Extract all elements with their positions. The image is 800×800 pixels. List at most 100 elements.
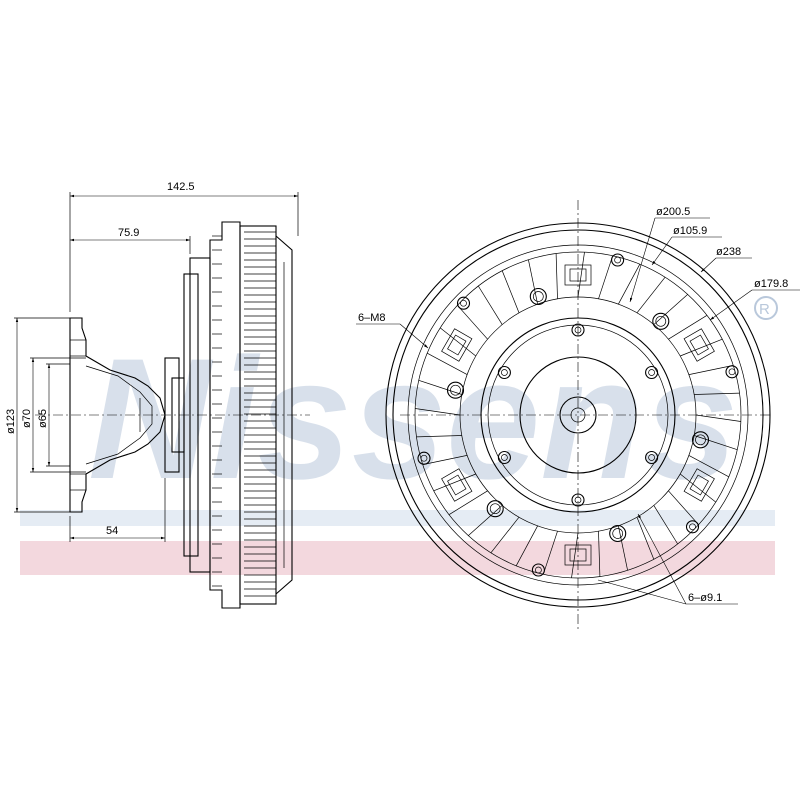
inner-bolt-hole-inner (501, 454, 508, 461)
radial-fin (542, 531, 558, 575)
pad-inner (689, 474, 709, 496)
dim-hub-dia: ø105.9 (673, 225, 707, 237)
watermark: Nissens R (20, 296, 778, 575)
threaded-hole (446, 381, 465, 399)
outer-hole-inner (420, 454, 428, 462)
pad-outline (441, 328, 473, 362)
threaded-hole (486, 500, 504, 518)
radial-fin (636, 517, 655, 560)
inner-bolt-hole-inner (501, 369, 508, 376)
threaded-hole (609, 524, 627, 543)
pad (564, 264, 592, 286)
watermark-underline (20, 510, 775, 526)
radial-fin (598, 531, 601, 577)
outer-hole-inner (460, 299, 467, 307)
dim-threaded-holes: 6–M8 (358, 312, 386, 324)
radial-fin (618, 525, 628, 571)
radial-fin (695, 414, 741, 422)
radial-fin (490, 516, 520, 554)
radial-fin (688, 365, 734, 375)
pad (683, 328, 715, 362)
threaded-hole-inner (655, 315, 667, 327)
outer-hole (417, 451, 431, 465)
inner-bolt-hole (645, 365, 659, 380)
radial-fin (515, 525, 538, 566)
fin-outer-ring (414, 251, 742, 579)
dim-hub-offset: 75.9 (118, 227, 139, 239)
threaded-hole-inner (532, 291, 544, 302)
radial-fin (433, 473, 476, 492)
outer-hole-inner (689, 523, 696, 531)
inner-bolt-hole-inner (574, 496, 582, 504)
mounting-flange (69, 317, 166, 513)
radial-fin (418, 379, 462, 395)
radial-fin (528, 259, 538, 305)
radial-fin (598, 255, 614, 299)
threaded-hole-inner (695, 434, 706, 446)
radial-fin (478, 285, 503, 325)
pad-outline (683, 468, 715, 502)
inner-bolt-hole-inner (648, 369, 655, 376)
pad (441, 328, 473, 362)
front-view: ø200.5 ø105.9 ø238 ø179.8 6–M8 6–ø9.1 (356, 200, 800, 630)
outer-hole (685, 520, 700, 534)
radial-fin (427, 352, 468, 375)
radial-fin (415, 408, 461, 416)
radial-fin (577, 252, 585, 298)
radial-fin (668, 490, 699, 525)
outer-hole (611, 253, 625, 267)
radial-fin (422, 455, 468, 465)
threaded-hole (691, 431, 710, 449)
watermark-logo: Nissens (88, 323, 738, 515)
dim-bore-dia: ø65 (37, 409, 49, 428)
dim-flange-dia: ø123 (5, 409, 17, 434)
pad-inner (447, 334, 467, 356)
pad-inner (447, 474, 467, 496)
pad-outline (683, 328, 715, 362)
dim-overall-length: 142.5 (167, 181, 195, 193)
radial-fins (415, 252, 741, 578)
inner-bolt-hole (571, 323, 585, 337)
hub-ring (480, 317, 676, 513)
side-view: 142.5 75.9 54 ø123 ø70 ø65 (5, 181, 310, 609)
pad-inner (569, 268, 587, 282)
outer-rim (385, 222, 771, 608)
dim-pitch-dia: ø179.8 (754, 278, 788, 290)
radial-fin (653, 505, 678, 545)
radial-fin (468, 505, 503, 536)
radial-fin (439, 327, 477, 357)
outer-hole (456, 296, 471, 310)
pad-inner (689, 334, 709, 356)
registered-mark-circle (754, 296, 778, 320)
radial-fin (694, 392, 740, 395)
cooling-fins (212, 231, 276, 597)
radial-fin (457, 305, 488, 340)
dim-outer-dia: ø238 (716, 246, 741, 258)
inner-bolt-hole-inner (574, 326, 582, 334)
pad-outline (564, 264, 592, 286)
radial-fin (636, 276, 666, 314)
inner-bolt-hole-inner (648, 454, 655, 461)
threaded-hole-inner (489, 503, 501, 515)
radial-fin (555, 253, 558, 299)
inner-bolt-hole (645, 450, 659, 465)
radial-fin (688, 455, 729, 478)
threaded-hole (529, 287, 547, 306)
inner-bolt-hole (497, 365, 511, 380)
pad-outline (564, 544, 592, 566)
dim-flange-offset: 54 (106, 525, 118, 537)
center-hub (519, 356, 637, 474)
radial-fin (694, 435, 738, 451)
radial-fin (448, 490, 488, 515)
threaded-hole (652, 312, 670, 330)
registered-mark: R (759, 301, 770, 318)
outer-hole-inner (535, 566, 542, 574)
pad (441, 468, 473, 502)
radial-fin (653, 294, 688, 325)
bolt-holes (417, 253, 739, 577)
radial-fin (571, 532, 579, 578)
dim-bolt-circle: ø200.5 (656, 206, 690, 218)
outer-hole-inner (614, 256, 621, 264)
pad-outline (441, 468, 473, 502)
